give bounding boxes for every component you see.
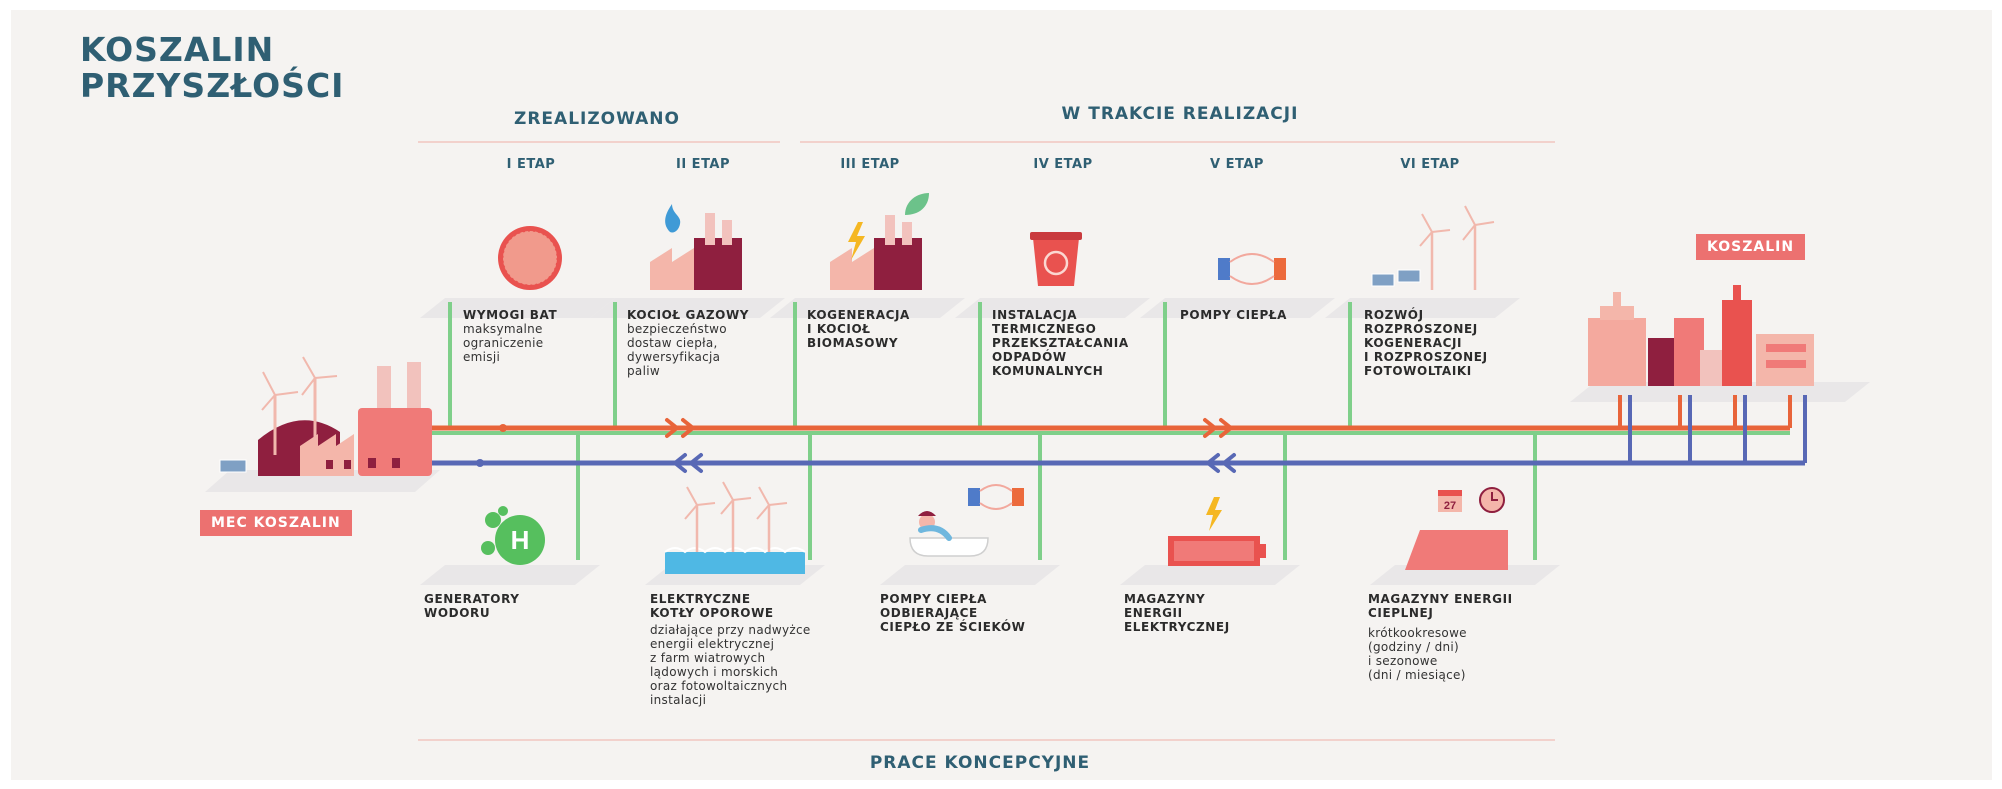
section-in-progress: W TRAKCIE REALIZACJI — [1061, 104, 1299, 124]
lightning-icon — [1206, 497, 1222, 531]
heat-pump-icon — [1218, 253, 1286, 285]
city-icon — [1588, 285, 1814, 386]
return-arrow — [673, 453, 703, 473]
stage-6: VI ETAP — [1400, 157, 1460, 172]
item-title: MAGAZYNY ENERGII CIEPLNEJ — [1368, 592, 1513, 620]
supply-arrow — [1203, 418, 1233, 438]
stage-connectors-bottom — [576, 435, 1537, 560]
item-title: GENERATORY WODORU — [424, 592, 520, 620]
item-description: krótkookresowe (godziny / dni) i sezonow… — [1368, 626, 1467, 682]
hydrogen-icon: H — [481, 506, 545, 565]
item-title: ROZWÓJ ROZPROSZONEJ KOGENERACJI I ROZPRO… — [1364, 308, 1488, 378]
battery-icon — [1168, 497, 1266, 566]
item-title: WYMOGI BAT — [463, 308, 558, 322]
recycling-bin-icon — [1030, 232, 1082, 286]
title-line-1: KOSZALIN — [80, 30, 275, 69]
plant-icon — [219, 362, 432, 476]
item-description: bezpieczeństwo dostaw ciepła, dywersyfik… — [627, 322, 727, 378]
item-title: KOCIOŁ GAZOWY — [627, 308, 750, 322]
item-title: POMPY CIEPŁA ODBIERAJĄCE CIEPŁO ZE ŚCIEK… — [880, 592, 1026, 634]
title-line-2: PRZYSZŁOŚCI — [80, 66, 345, 105]
koszalin-city-badge: KOSZALIN — [1696, 234, 1806, 260]
hydrogen-symbol: H — [511, 525, 530, 555]
filter-icon — [498, 226, 562, 290]
return-node — [476, 459, 484, 467]
item-cogeneration: KOGENERACJA I KOCIOŁ BIOMASOWY — [807, 308, 962, 350]
bathtub-heat-pump-icon — [909, 484, 1024, 557]
item-thermal-storage: MAGAZYNY ENERGII CIEPLNEJ krótkookresowe… — [1368, 592, 1568, 682]
calendar-day: 27 — [1444, 500, 1456, 512]
stage-1: I ETAP — [506, 157, 556, 172]
platform — [1120, 565, 1300, 585]
item-electric-storage: MAGAZYNY ENERGII ELEKTRYCZNEJ — [1124, 592, 1284, 634]
supply-node — [499, 424, 507, 432]
platform — [420, 298, 615, 318]
platform — [1140, 298, 1335, 318]
section-done: ZREALIZOWANO — [514, 109, 680, 129]
stage-4: IV ETAP — [1033, 157, 1093, 172]
platform — [880, 565, 1060, 585]
page-title: KOSZALIN PRZYSZŁOŚCI — [80, 32, 344, 104]
item-sewage-heat-pumps: POMPY CIEPŁA ODBIERAJĄCE CIEPŁO ZE ŚCIEK… — [880, 592, 1080, 634]
platform — [1325, 298, 1520, 318]
item-description: maksymalne ograniczenie emisji — [463, 322, 544, 364]
stage-3: III ETAP — [840, 157, 900, 172]
item-bat-requirements: WYMOGI BAT maksymalne ograniczenie emisj… — [463, 308, 613, 364]
item-distributed-generation: ROZWÓJ ROZPROSZONEJ KOGENERACJI I ROZPRO… — [1364, 308, 1534, 378]
bottom-platforms — [420, 565, 1560, 585]
item-title: INSTALACJA TERMICZNEGO PRZEKSZTAŁCANIA O… — [992, 308, 1129, 378]
item-title: POMPY CIEPŁA — [1180, 308, 1288, 322]
wind-farm-icon — [664, 481, 806, 574]
item-title: MAGAZYNY ENERGII ELEKTRYCZNEJ — [1124, 592, 1230, 634]
gas-boiler-icon — [650, 204, 742, 290]
city-connectors — [1618, 395, 1807, 463]
item-description: działające przy nadwyżce energii elektry… — [650, 623, 811, 707]
thermal-storage-icon: 27 — [1405, 487, 1508, 570]
platform — [770, 298, 965, 318]
supply-arrow — [665, 418, 695, 438]
item-gas-boiler: KOCIOŁ GAZOWY bezpieczeństwo dostaw ciep… — [627, 308, 782, 378]
item-hydrogen-generators: GENERATORY WODORU — [424, 592, 584, 620]
stage-connectors-top — [448, 302, 1352, 430]
cogeneration-icon — [830, 193, 929, 290]
item-title: ELEKTRYCZNE KOTŁY OPOROWE — [650, 592, 774, 620]
lightning-icon — [848, 222, 865, 260]
item-title: KOGENERACJA I KOCIOŁ BIOMASOWY — [807, 308, 910, 350]
distributed-generation-icon — [1371, 205, 1495, 290]
item-electric-boilers: ELEKTRYCZNE KOTŁY OPOROWE działające prz… — [650, 592, 870, 707]
wind-turbine-icon — [261, 356, 338, 455]
city-platform — [1570, 382, 1870, 402]
stage-5: V ETAP — [1210, 157, 1264, 172]
platform — [420, 565, 600, 585]
flow-arrows — [665, 418, 1236, 473]
leaf-icon — [905, 193, 929, 215]
mec-koszalin-badge: MEC KOSZALIN — [200, 510, 352, 536]
stage-2: II ETAP — [675, 157, 731, 172]
top-platforms — [420, 298, 1520, 318]
item-waste-incineration: INSTALACJA TERMICZNEGO PRZEKSZTAŁCANIA O… — [992, 308, 1162, 378]
platform — [955, 298, 1150, 318]
item-heat-pumps: POMPY CIEPŁA — [1180, 308, 1335, 322]
platform — [590, 298, 785, 318]
section-concept: PRACE KONCEPCYJNE — [869, 753, 1091, 773]
return-arrow — [1206, 453, 1236, 473]
